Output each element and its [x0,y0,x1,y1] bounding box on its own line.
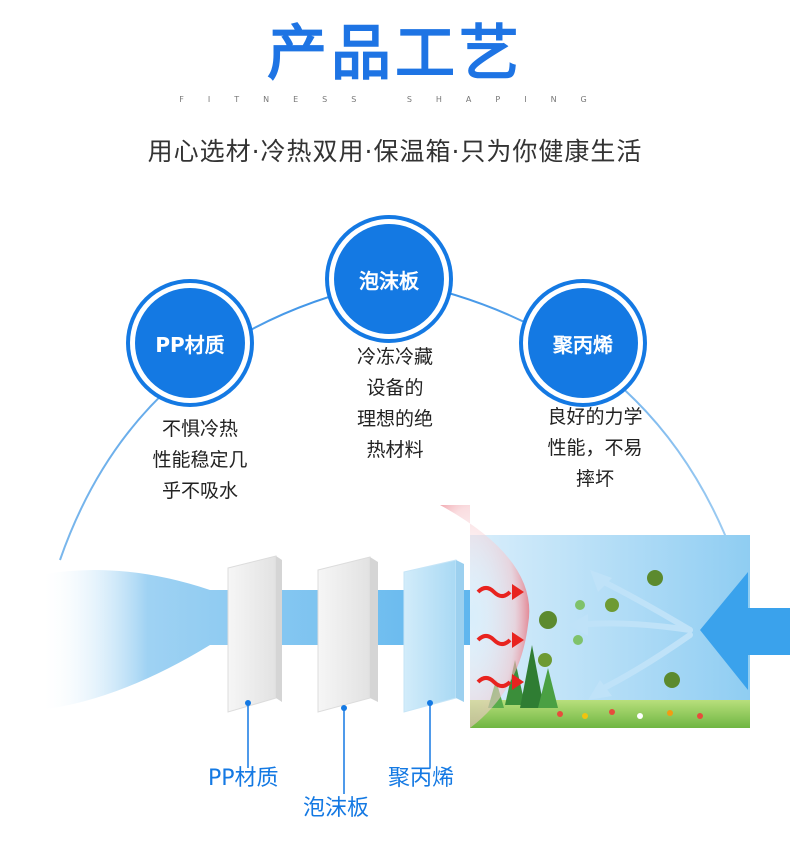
feature-description-pp: 不惧冷热 性能稳定几 乎不吸水 [152,418,248,502]
deflect-arrowheads [568,570,612,700]
feature-circle-foam: 泡沫板 [334,224,444,334]
heat-barrier [440,505,530,728]
layer-label-foam: 泡沫板 [303,796,370,821]
bacteria-icons [538,570,680,688]
panel-foam [317,556,378,713]
incoming-air-arrow [700,572,790,690]
feature-description-foam: 冷冻冷藏 设备的 理想的绝 热材料 [356,346,433,461]
feature-name: 聚丙烯 [553,332,613,357]
page-title: 产品工艺 [267,19,523,89]
feature-circle-pp: PP材质 [135,288,245,398]
heat-arrows [476,586,512,688]
flowers [557,709,703,719]
feature-name: PP材质 [155,332,225,357]
deflect-arrows [577,577,693,693]
leader-lines [247,703,431,794]
layer-label-pp: PP材质 [208,766,279,791]
feature-name: 泡沫板 [359,268,419,293]
english-subtitle: FITNESS SHAPING [179,95,611,104]
tagline: 用心选材·冷热双用·保温箱·只为你健康生活 [147,137,643,166]
panel-polypropylene [403,559,464,713]
layer-label-polypropylene: 聚丙烯 [388,766,455,791]
leader-dots [245,700,433,711]
heat-arrowheads [512,584,524,690]
feature-description-polypropylene: 良好的力学 性能，不易 摔坏 [547,406,643,490]
feature-circle-polypropylene: 聚丙烯 [528,288,638,398]
panel-pp [227,555,282,713]
